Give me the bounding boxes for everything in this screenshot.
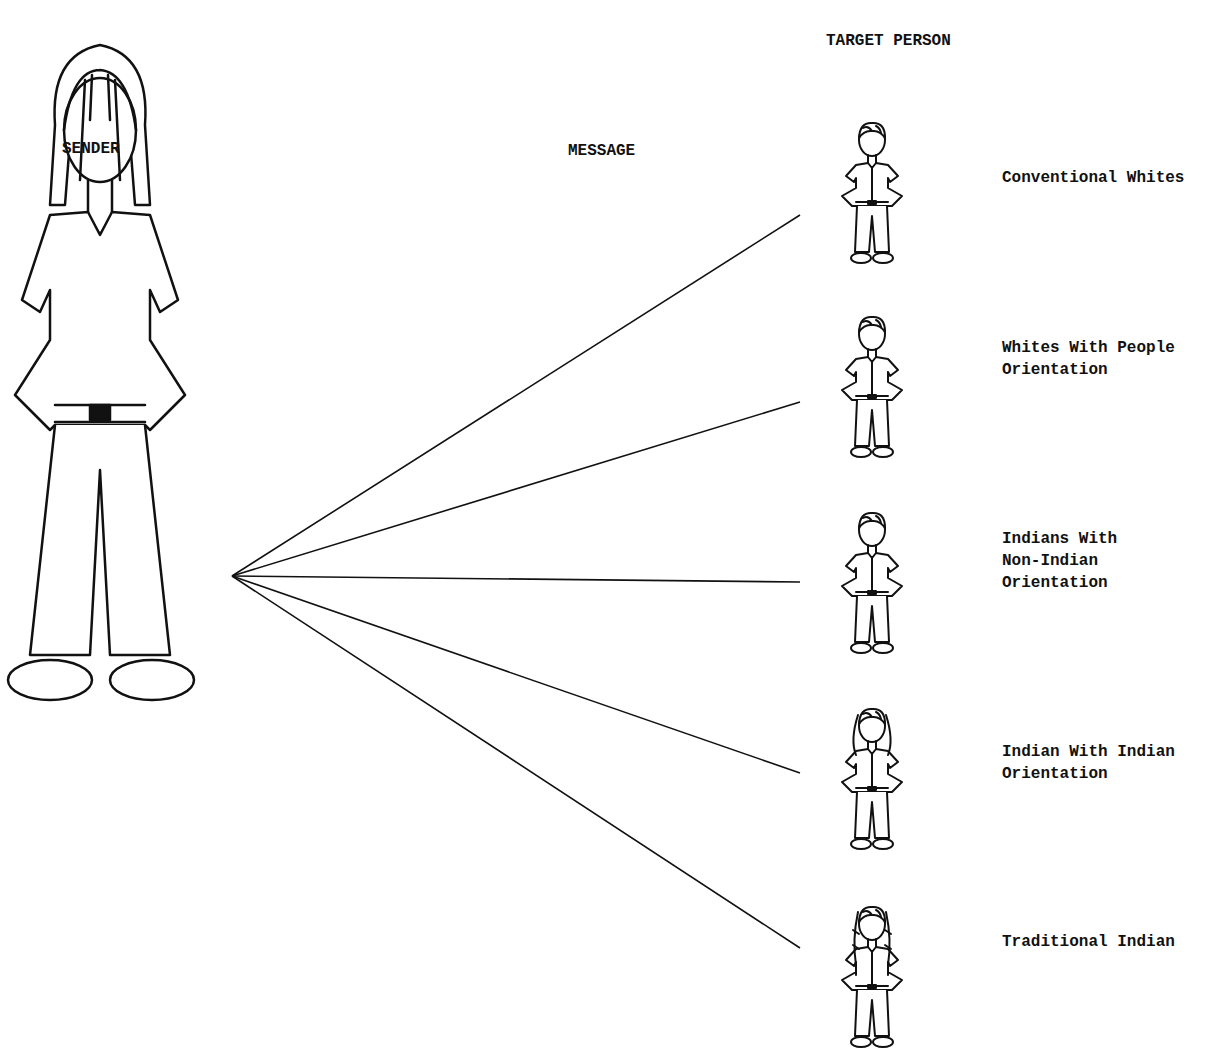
node-label: Indians With Non-Indian Orientation (1002, 528, 1132, 594)
target-person: Traditional Indian (800, 902, 1214, 1052)
target-person: Conventional Whites (800, 118, 1214, 268)
node-label: Conventional Whites (1002, 167, 1192, 189)
target-person: Whites With People Orientation (800, 312, 1214, 462)
message-line (232, 215, 800, 576)
sender-figure: SENDER (0, 138, 232, 798)
message-line (232, 576, 800, 773)
node-label: Whites With People Orientation (1002, 337, 1192, 381)
node-label: SENDER (62, 138, 182, 160)
heading-label: TARGET PERSON (826, 30, 951, 52)
message-line (232, 576, 800, 582)
message-line (232, 576, 800, 948)
node-label: Traditional Indian (1002, 931, 1192, 953)
message-line (232, 402, 800, 576)
heading-label: MESSAGE (568, 140, 635, 162)
target-person: Indians With Non-Indian Orientation (800, 508, 1214, 658)
node-label: Indian With Indian Orientation (1002, 741, 1192, 785)
target-person: Indian With Indian Orientation (800, 704, 1214, 854)
